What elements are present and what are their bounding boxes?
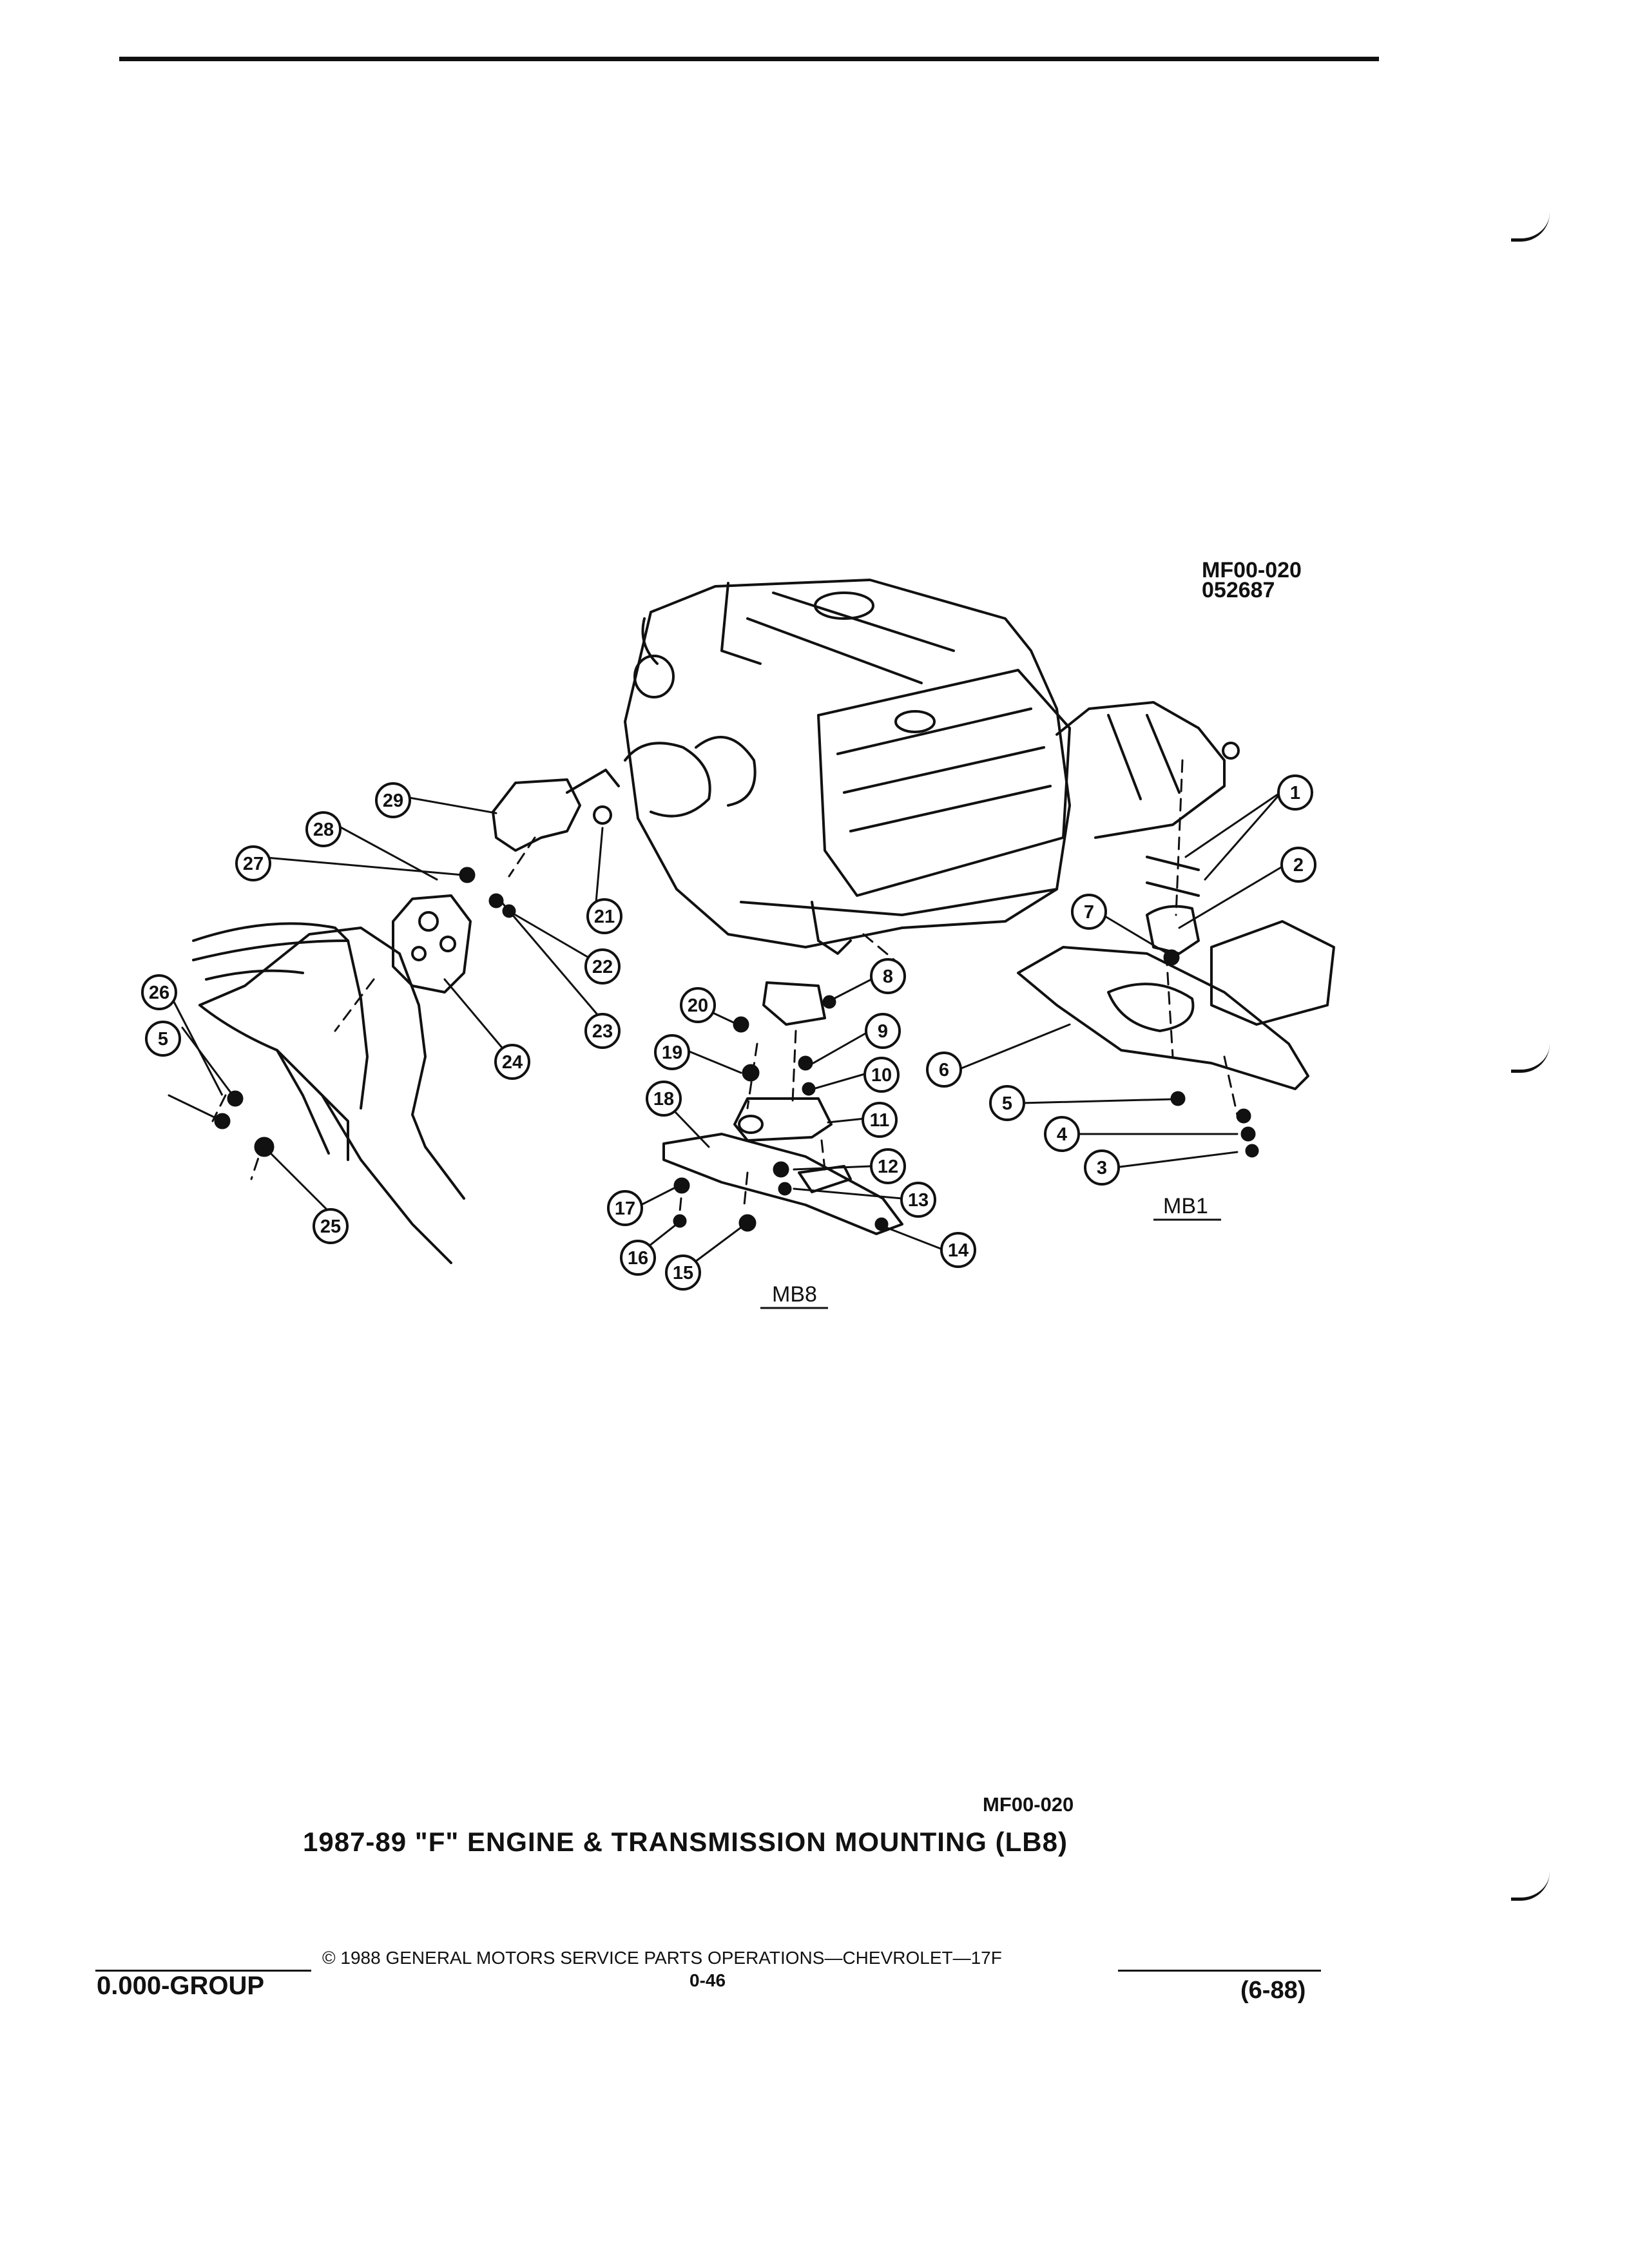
callout-22: 22 [592, 957, 613, 977]
callout-28: 28 [313, 820, 334, 840]
callout-1: 1 [1290, 783, 1300, 803]
callout-14: 14 [948, 1240, 969, 1261]
callout-6: 6 [939, 1060, 949, 1081]
callout-2: 2 [1293, 855, 1304, 876]
callout-3: 3 [1097, 1158, 1107, 1178]
callout-4: 4 [1057, 1124, 1067, 1145]
callout-15: 15 [673, 1263, 693, 1283]
assembly-label-mb1: MB1 [1163, 1194, 1208, 1218]
callout-26-number: 26 [149, 983, 169, 1003]
footer-page-number: 0-46 [689, 1970, 726, 1990]
figure-date-code: 052687 [1202, 578, 1275, 602]
fastener-parts [214, 867, 1259, 1232]
callout-5: 5 [1002, 1093, 1012, 1114]
callout-24: 24 [502, 1052, 523, 1073]
callout-10: 10 [871, 1065, 892, 1086]
caption-code: MF00-020 [983, 1793, 1074, 1816]
engine-mount-drawing [392, 769, 620, 994]
frame-rail-drawing [192, 922, 465, 1264]
callout-17: 17 [615, 1198, 635, 1219]
callout-16: 16 [628, 1248, 648, 1269]
figure-code-block: MF00-020 052687 [1202, 558, 1302, 602]
mb1-crossmember-drawing [1017, 856, 1335, 1090]
figure-code: MF00-020 [1202, 558, 1302, 582]
callout-7: 7 [1084, 902, 1094, 923]
callout-19: 19 [662, 1043, 682, 1063]
callout-18: 18 [653, 1089, 674, 1110]
callout-23: 23 [592, 1021, 613, 1042]
callout-21: 21 [594, 907, 615, 927]
callout-numbers: 1 2 3 4 5 5 6 7 8 9 10 11 12 13 14 15 16… [149, 783, 1304, 1283]
footer-copyright: © 1988 GENERAL MOTORS SERVICE PARTS OPER… [322, 1948, 1002, 1968]
footer-group: 0.000-GROUP [97, 1972, 265, 2000]
callout-29: 29 [383, 791, 403, 811]
assembly-label-mb8: MB8 [772, 1282, 817, 1307]
page-title: 1987-89 "F" ENGINE & TRANSMISSION MOUNTI… [303, 1827, 1068, 1857]
callout-27: 27 [243, 854, 264, 874]
footer-date: (6-88) [1240, 1977, 1306, 2004]
callout-11: 11 [870, 1110, 890, 1131]
callout-9: 9 [878, 1021, 888, 1042]
assembly-lines [211, 759, 1239, 1213]
callout-circles [145, 774, 1316, 1291]
callout-20: 20 [688, 995, 708, 1016]
footer-rule-right [1118, 1970, 1321, 1972]
callout-25: 25 [320, 1216, 341, 1237]
callout-13: 13 [908, 1190, 929, 1211]
callout-26-circle [141, 974, 177, 1010]
engine-block-drawing [624, 579, 1240, 955]
callout-8: 8 [883, 966, 893, 987]
callout-5-left: 5 [158, 1029, 168, 1050]
footer-rule-left [95, 1970, 311, 1972]
callout-12: 12 [878, 1157, 898, 1177]
leader-lines [168, 790, 1287, 1271]
top-rule [119, 57, 1379, 61]
